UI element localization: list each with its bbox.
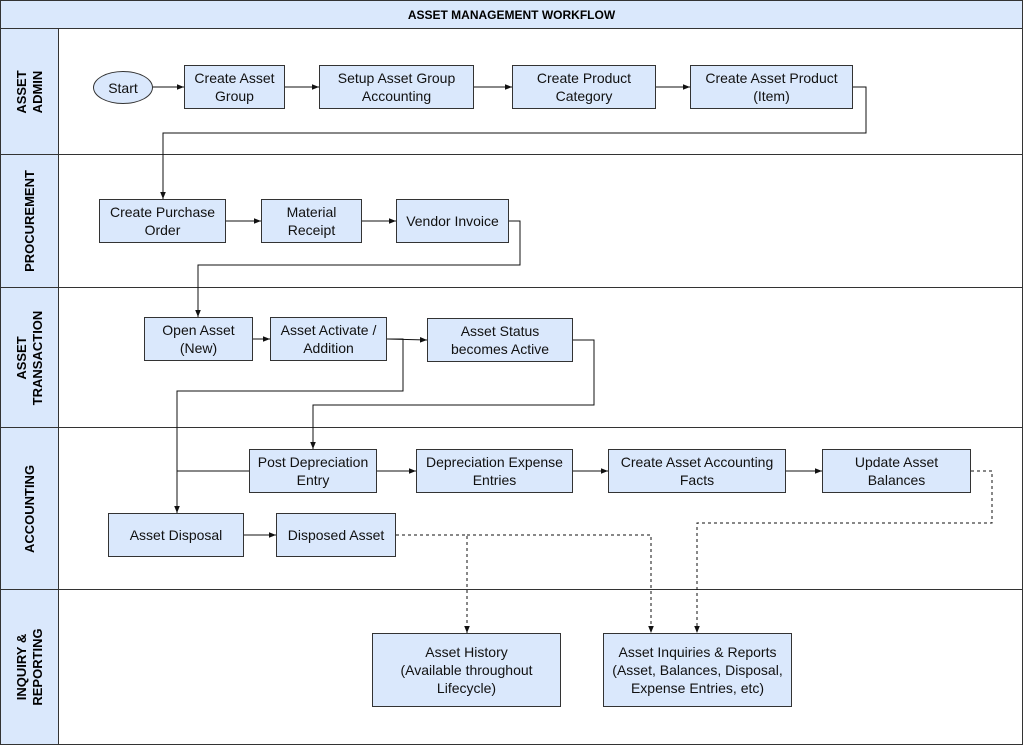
lane-header-asset-admin: ASSET ADMIN (1, 29, 59, 154)
create-asset-group-node[interactable]: Create Asset Group (184, 65, 285, 109)
edge-activate-to-asset-disposal (174, 338, 404, 513)
setup-asset-group-accounting-node[interactable]: Setup Asset Group Accounting (319, 65, 474, 109)
create-asset-product-node[interactable]: Create Asset Product (Item) (690, 65, 853, 109)
edge-disposed-asset-to-history (396, 534, 470, 633)
edge-disposed-asset-to-inquiries (467, 534, 654, 633)
edge-update-balances-to-inquiries (694, 470, 993, 633)
diagram-title: ASSET MANAGEMENT WORKFLOW (0, 0, 1023, 29)
asset-disposal-node[interactable]: Asset Disposal (108, 513, 244, 557)
lane-header-inquiry-reporting: INQUIRY & REPORTING (1, 590, 59, 744)
lane-asset-transaction: ASSET TRANSACTION (0, 288, 1023, 428)
asset-history-node[interactable]: Asset History (Available throughout Life… (372, 633, 561, 707)
update-asset-balances-node[interactable]: Update Asset Balances (822, 449, 971, 493)
create-purchase-order-node[interactable]: Create Purchase Order (99, 199, 226, 243)
edge-status-active-to-post-depreciation (310, 339, 595, 449)
post-depreciation-entry-node[interactable]: Post Depreciation Entry (249, 449, 377, 493)
asset-activate-node[interactable]: Asset Activate / Addition (270, 317, 387, 361)
open-asset-node[interactable]: Open Asset (New) (144, 317, 253, 361)
create-product-category-node[interactable]: Create Product Category (512, 65, 656, 109)
lane-header-accounting: ACCOUNTING (1, 428, 59, 589)
lane-header-procurement: PROCUREMENT (1, 155, 59, 287)
depreciation-expense-entries-node[interactable]: Depreciation Expense Entries (416, 449, 573, 493)
lane-procurement: PROCUREMENT (0, 155, 1023, 288)
disposed-asset-node[interactable]: Disposed Asset (276, 513, 396, 557)
edge-vendor-invoice-to-open-asset (195, 220, 521, 317)
lane-accounting: ACCOUNTING (0, 428, 1023, 590)
material-receipt-node[interactable]: Material Receipt (261, 199, 362, 243)
edge-asset-product-to-purchase-order (160, 86, 867, 199)
asset-status-active-node[interactable]: Asset Status becomes Active (427, 318, 573, 362)
lane-asset-admin: ASSET ADMIN (0, 29, 1023, 155)
asset-inquiries-reports-node[interactable]: Asset Inquiries & Reports (Asset, Balanc… (603, 633, 792, 707)
lane-header-asset-transaction: ASSET TRANSACTION (1, 288, 59, 427)
create-asset-accounting-facts-node[interactable]: Create Asset Accounting Facts (608, 449, 786, 493)
start-node[interactable]: Start (93, 71, 153, 104)
vendor-invoice-node[interactable]: Vendor Invoice (396, 199, 509, 243)
